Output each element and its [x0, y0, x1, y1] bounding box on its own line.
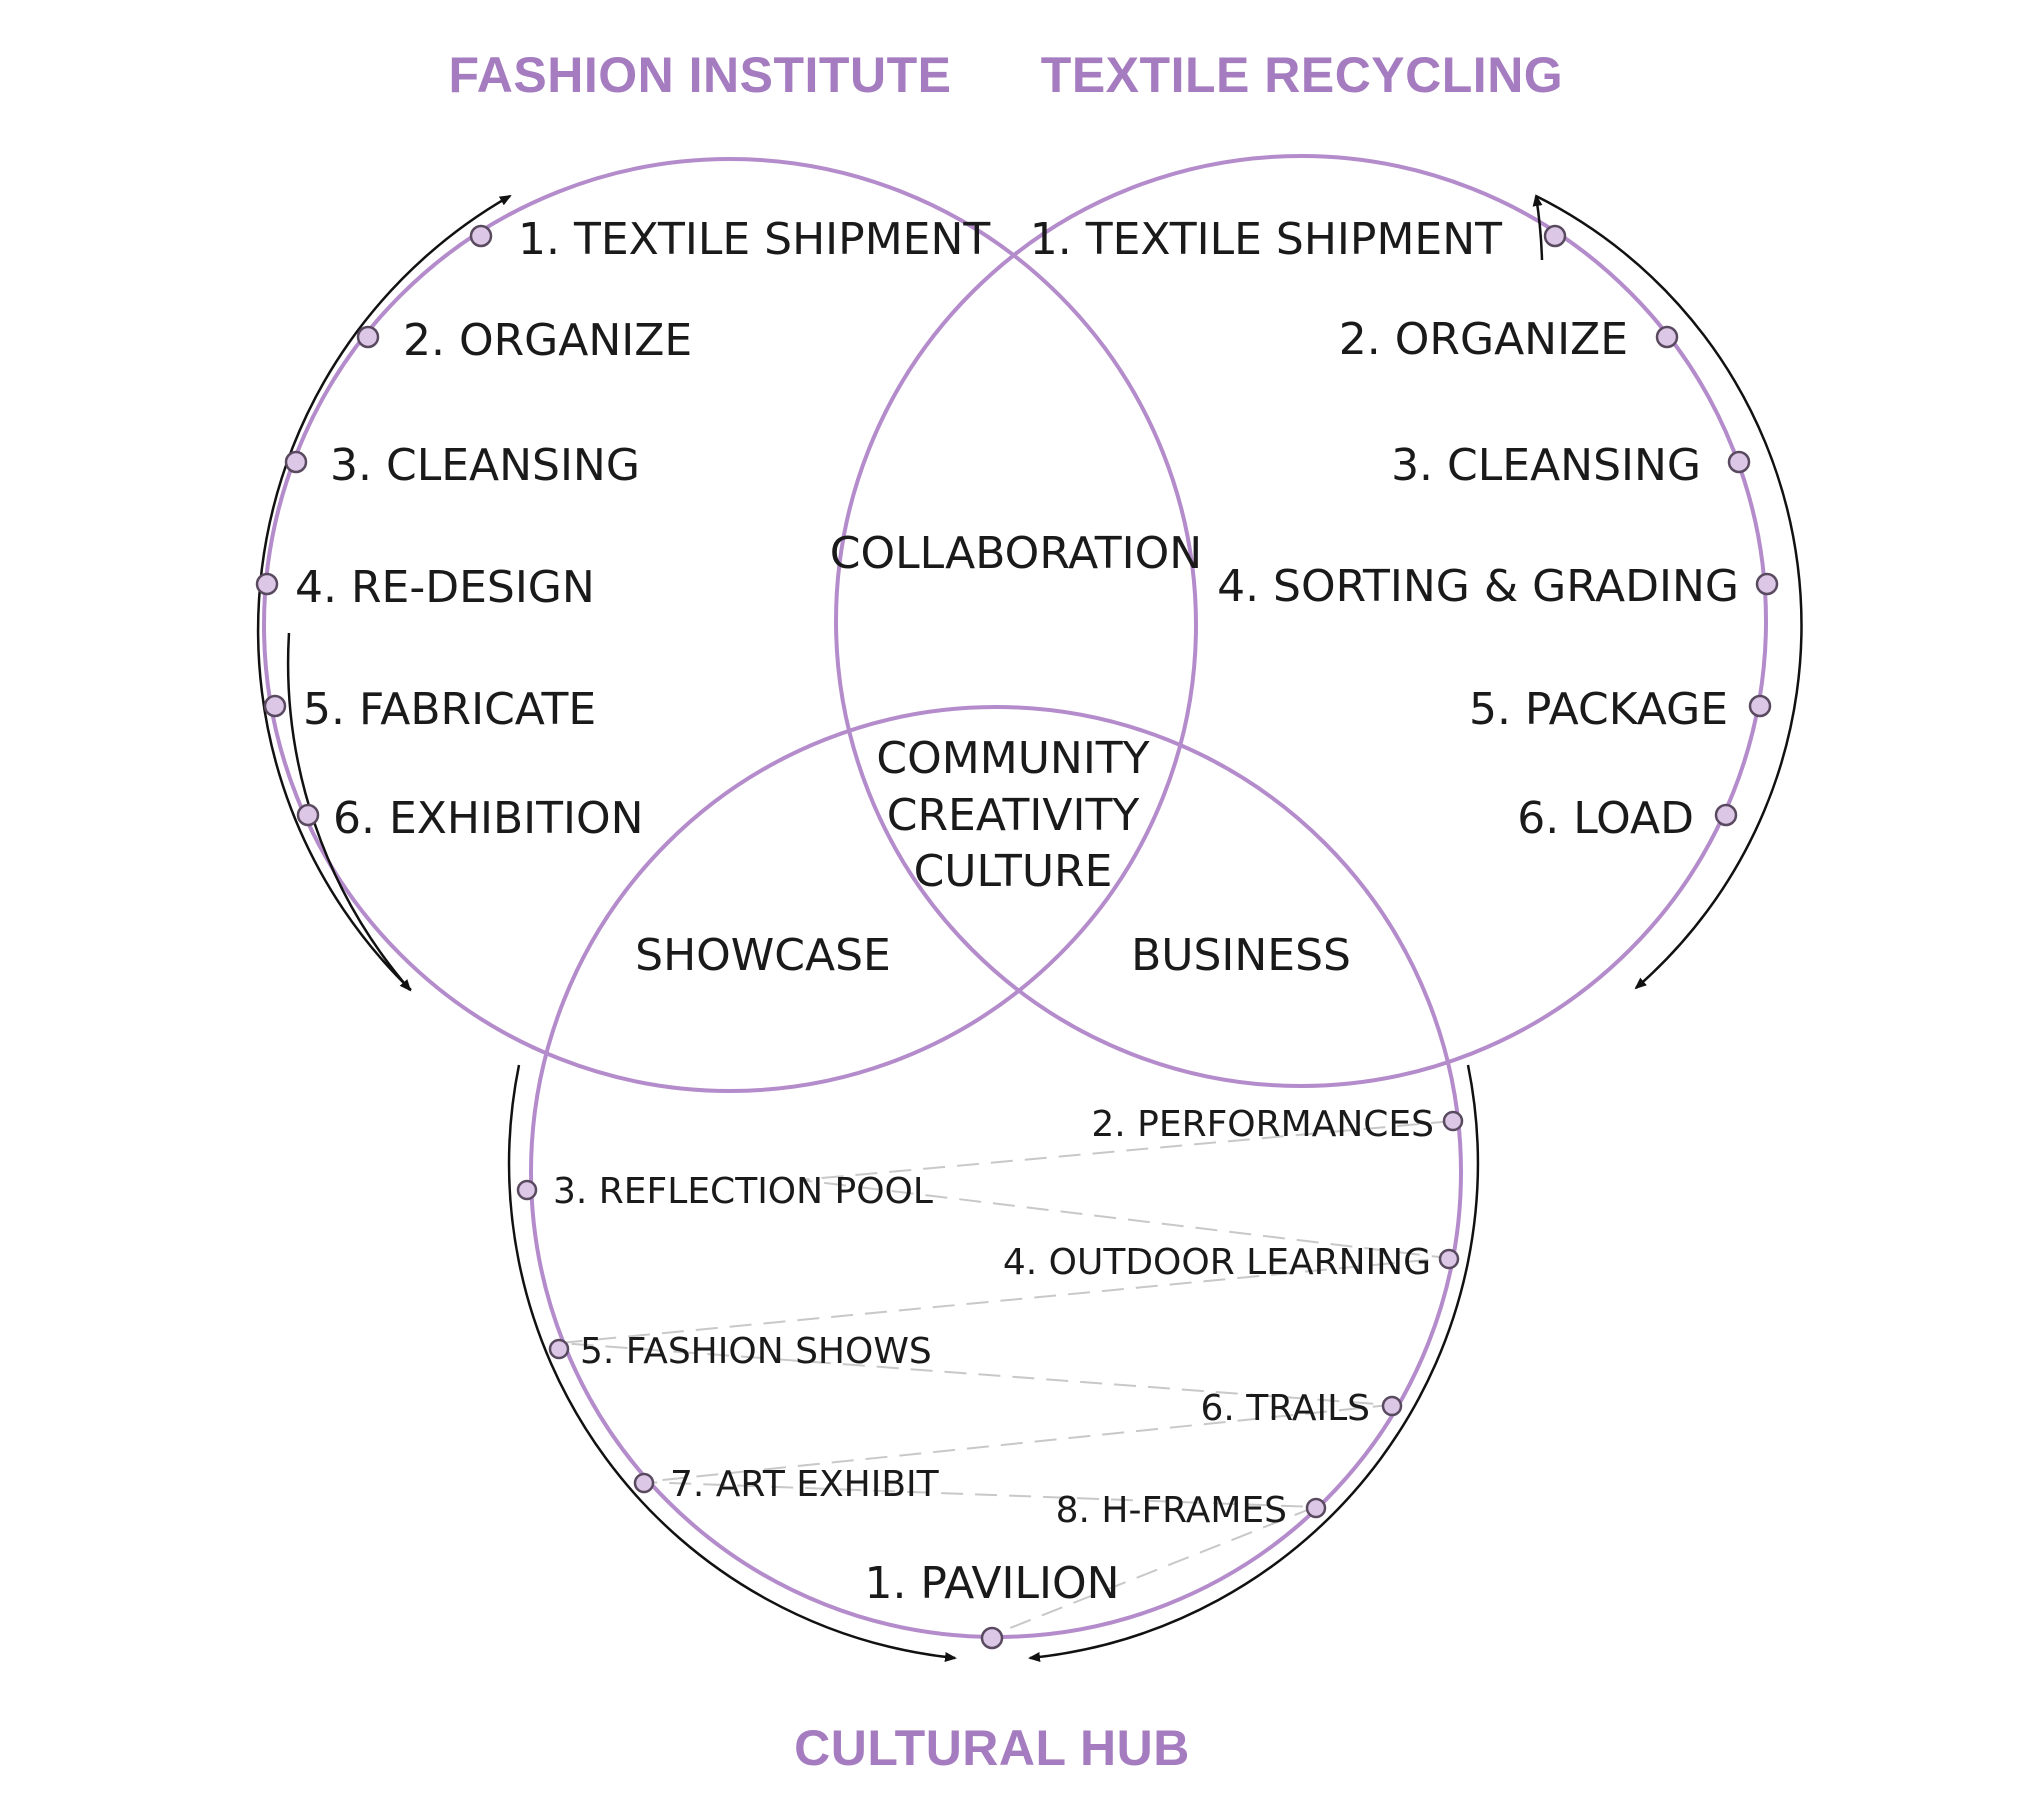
label-business: BUSINESS [1131, 930, 1351, 981]
fashion-step-node [296, 803, 320, 827]
flow-arrow-cultural-right [1028, 1064, 1480, 1662]
textile-step-label: 6. LOAD [1517, 793, 1694, 844]
cultural-step-label: 5. FASHION SHOWS [580, 1331, 932, 1372]
fashion-step-node [263, 694, 287, 718]
cultural-step-node [516, 1179, 538, 1201]
textile-step-label: 1. TEXTILE SHIPMENT [1030, 214, 1502, 265]
cultural-step-label: 1. PAVILION [864, 1558, 1119, 1609]
cultural-step-node [1442, 1110, 1464, 1132]
fashion-step-node [255, 572, 279, 596]
fashion-step-node [469, 224, 493, 248]
fashion-step-label: 5. FABRICATE [303, 684, 596, 735]
heading-textile-recycling: TEXTILE RECYCLING [1041, 47, 1563, 103]
label-showcase: SHOWCASE [635, 930, 891, 981]
cultural-step-node [1381, 1395, 1403, 1417]
flow-arrow-fashion-up [256, 194, 512, 991]
flow-arrow-textile-down [1535, 194, 1803, 990]
fashion-step-label: 1. TEXTILE SHIPMENT [518, 214, 990, 265]
fashion-step-label: 6. EXHIBITION [333, 793, 644, 844]
textile-step-label: 4. SORTING & GRADING [1217, 561, 1739, 612]
cultural-step-label: 4. OUTDOOR LEARNING [1003, 1242, 1431, 1283]
cultural-step-node [1438, 1248, 1460, 1270]
fashion-step-node [356, 325, 380, 349]
circle-fashion-institute [262, 157, 1198, 1093]
label-creativity: CREATIVITY [887, 790, 1140, 841]
cultural-step-node [1305, 1497, 1327, 1519]
fashion-step-label: 4. RE-DESIGN [295, 562, 595, 613]
textile-step-label: 2. ORGANIZE [1339, 314, 1628, 365]
heading-fashion-institute: FASHION INSTITUTE [449, 47, 952, 103]
cultural-step-label: 8. H-FRAMES [1056, 1490, 1287, 1531]
textile-step-label: 5. PACKAGE [1469, 684, 1728, 735]
cultural-steps: 1. PAVILION 2. PERFORMANCES 3. REFLECTIO… [516, 1104, 1464, 1650]
heading-cultural-hub: CULTURAL HUB [794, 1720, 1190, 1776]
circle-textile-recycling [834, 154, 1768, 1088]
fashion-steps: 1. TEXTILE SHIPMENT 2. ORGANIZE 3. CLEAN… [255, 214, 990, 844]
label-culture: CULTURE [914, 846, 1113, 897]
textile-step-label: 3. CLEANSING [1391, 440, 1701, 491]
cultural-step-label: 7. ART EXHIBIT [670, 1464, 940, 1505]
cultural-step-node [633, 1472, 655, 1494]
textile-step-node [1755, 572, 1779, 596]
textile-step-node [1748, 694, 1772, 718]
textile-step-node [1714, 803, 1738, 827]
textile-step-node [1543, 224, 1567, 248]
fashion-step-node [284, 450, 308, 474]
textile-step-node [1655, 325, 1679, 349]
label-collaboration: COLLABORATION [830, 528, 1202, 579]
cultural-step-node [980, 1626, 1004, 1650]
fashion-step-label: 3. CLEANSING [330, 440, 640, 491]
flow-arrow-cultural-left [507, 1064, 957, 1662]
cultural-route-line [559, 1120, 1454, 1637]
cultural-step-label: 3. REFLECTION POOL [553, 1171, 933, 1212]
textile-step-node [1727, 450, 1751, 474]
fashion-step-label: 2. ORGANIZE [403, 315, 692, 366]
textile-steps: 1. TEXTILE SHIPMENT 2. ORGANIZE 3. CLEAN… [1030, 214, 1779, 844]
cultural-step-node [548, 1338, 570, 1360]
cultural-step-label: 6. TRAILS [1201, 1388, 1371, 1429]
label-community: COMMUNITY [876, 733, 1149, 784]
flow-arrow-textile-up [1532, 194, 1544, 261]
cultural-step-label: 2. PERFORMANCES [1091, 1104, 1434, 1145]
